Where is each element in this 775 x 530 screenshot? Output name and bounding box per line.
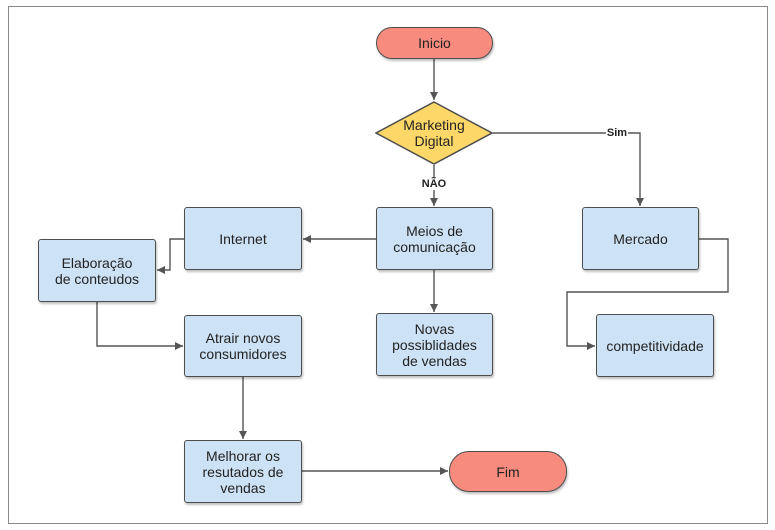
end-label: Fim <box>496 463 520 480</box>
decision-diamond-shape <box>375 101 493 165</box>
figure-frame <box>8 6 768 524</box>
arrow-marketing-digital-to-mercado-sim <box>493 132 644 206</box>
meios-de-comunicacao-box: Meios de comunicação <box>376 207 493 270</box>
edge-label-nao: NÃO <box>420 178 448 190</box>
competitividade-box: competitividade <box>596 314 714 377</box>
decision-label-line: Digital <box>414 133 454 149</box>
mercado-box: Mercado <box>582 207 699 270</box>
node-label-line: de conteudos <box>54 270 140 287</box>
novas-possibilidades-box: Novas possiblidades de vendas <box>376 313 493 376</box>
node-label-line: comunicação <box>393 238 476 255</box>
marketing-digital-decision: Marketing Digital <box>375 101 493 165</box>
arrow-mercado-to-competitividade <box>566 238 729 350</box>
internet-box: Internet <box>184 207 302 270</box>
edge-label-sim: Sim <box>605 127 629 139</box>
node-label-line: de vendas <box>402 352 467 369</box>
node-label-line: possiblidades <box>392 336 477 353</box>
arrow-elaboracao-to-atrair <box>96 302 183 350</box>
elaboracao-de-conteudos-box: Elaboração de conteudos <box>38 239 156 302</box>
node-label-line: resutados de <box>202 463 284 480</box>
node-label-line: consumidores <box>199 346 287 362</box>
end-terminal: Fim <box>449 451 567 492</box>
start-label: Inicio <box>418 35 451 51</box>
start-terminal: Inicio <box>376 27 493 59</box>
node-label-line: Internet <box>219 230 267 247</box>
melhorar-resultados-box: Melhorar os resutados de vendas <box>184 440 302 503</box>
atrair-novos-consumidores-box: Atrair novos consumidores <box>184 315 302 377</box>
arrow-internet-to-elaboracao <box>157 238 184 274</box>
node-label-line: Atrair novos <box>205 330 281 346</box>
node-label-line: Melhorar os <box>206 447 280 464</box>
decision-label-line: Marketing <box>403 117 465 133</box>
node-label-line: competitividade <box>606 337 704 354</box>
node-label-line: Meios de <box>406 222 463 239</box>
node-label-line: Elaboração <box>61 254 133 271</box>
node-label-line: vendas <box>220 479 266 496</box>
node-label-line: Novas <box>414 320 455 337</box>
node-label-line: Mercado <box>613 230 668 247</box>
